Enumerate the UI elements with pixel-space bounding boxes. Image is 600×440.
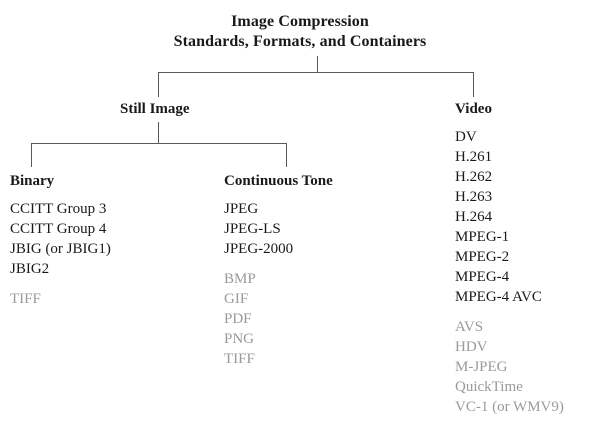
list-item: JBIG2 — [10, 261, 50, 277]
connector-level1-bar — [158, 72, 474, 73]
connector-still-image-drop — [158, 72, 159, 97]
title-line-2: Standards, Formats, and Containers — [173, 33, 427, 50]
list-item: GIF — [224, 291, 249, 307]
diagram-title: Image Compression Standards, Formats, an… — [0, 12, 600, 52]
list-item: PNG — [224, 331, 255, 347]
continuous-tone-item-list: JPEG JPEG-LS JPEG-2000 BMP GIF PDF PNG T… — [224, 199, 293, 369]
list-item: JBIG (or JBIG1) — [10, 241, 111, 257]
connector-root-stem — [317, 56, 318, 73]
node-still-image: Still Image — [120, 101, 190, 117]
connector-continuous-tone-drop — [286, 143, 287, 167]
connector-level2-bar — [31, 143, 286, 144]
list-item: CCITT Group 3 — [10, 201, 107, 217]
list-item: MPEG-4 — [455, 269, 510, 285]
list-item: CCITT Group 4 — [10, 221, 107, 237]
list-group-gap — [455, 307, 564, 317]
connector-still-image-stem — [158, 122, 159, 144]
connector-video-drop — [473, 72, 474, 97]
title-line-1: Image Compression — [231, 13, 369, 30]
list-item: JPEG-2000 — [224, 241, 294, 257]
list-group-gap — [10, 279, 111, 289]
list-item: PDF — [224, 311, 252, 327]
connector-binary-drop — [31, 143, 32, 167]
list-item: H.261 — [455, 149, 493, 165]
list-item: JPEG-LS — [224, 221, 281, 237]
list-item: H.262 — [455, 169, 493, 185]
list-item: QuickTime — [455, 379, 523, 395]
list-item: VC-1 (or WMV9) — [455, 399, 564, 415]
node-video: Video — [455, 101, 492, 117]
list-item: TIFF — [224, 351, 255, 367]
list-item: BMP — [224, 271, 256, 287]
list-item: HDV — [455, 339, 488, 355]
list-item: JPEG — [224, 201, 259, 217]
list-item: H.263 — [455, 189, 493, 205]
list-item: M-JPEG — [455, 359, 508, 375]
list-item: AVS — [455, 319, 484, 335]
list-item: MPEG-4 AVC — [455, 289, 542, 305]
list-item: MPEG-1 — [455, 229, 510, 245]
list-item: MPEG-2 — [455, 249, 510, 265]
video-item-list: DV H.261 H.262 H.263 H.264 MPEG-1 MPEG-2… — [455, 127, 564, 417]
list-group-gap — [224, 259, 293, 269]
node-binary: Binary — [10, 173, 55, 189]
binary-item-list: CCITT Group 3 CCITT Group 4 JBIG (or JBI… — [10, 199, 111, 309]
list-item: TIFF — [10, 291, 41, 307]
list-item: DV — [455, 129, 477, 145]
list-item: H.264 — [455, 209, 493, 225]
node-continuous-tone: Continuous Tone — [224, 173, 333, 189]
